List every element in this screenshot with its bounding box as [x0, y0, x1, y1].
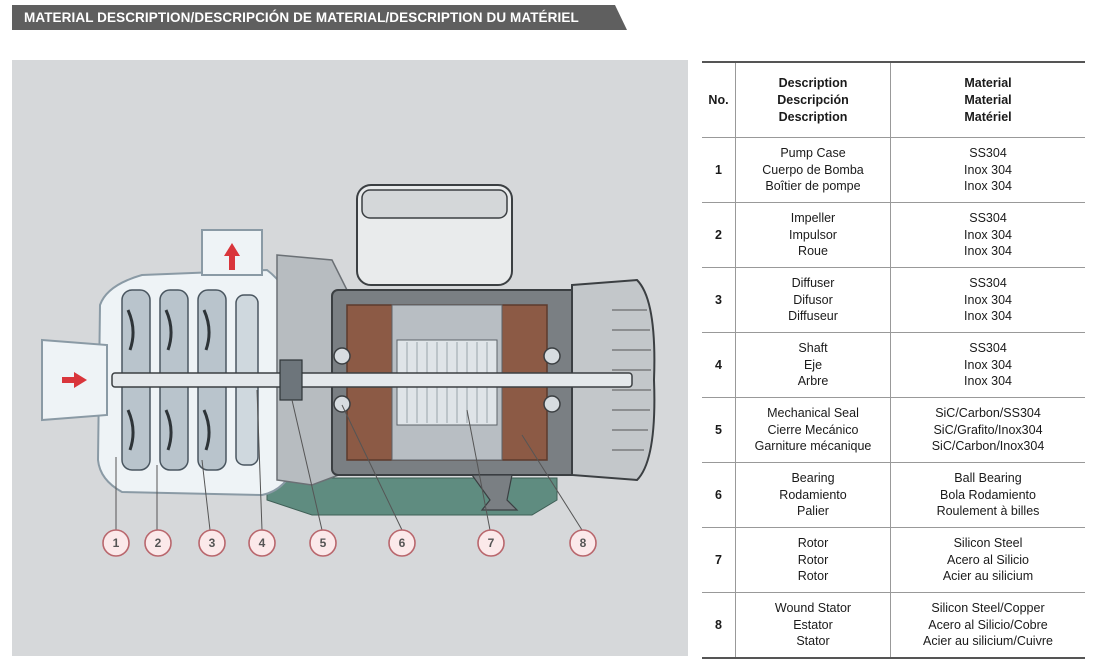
section-header: MATERIAL DESCRIPTION/DESCRIPCIÓN DE MATE… — [12, 5, 627, 30]
bearing-front-lower-icon — [333, 395, 351, 413]
callout-5: 5 — [309, 529, 337, 557]
pump-illustration: 1 2 3 4 5 6 7 8 — [41, 184, 656, 557]
pump-cutaway-diagram: 1 2 3 4 5 6 7 8 — [12, 60, 688, 656]
header-material: Material Material Matériel — [890, 61, 1085, 138]
bearing-front-icon — [333, 347, 351, 365]
row-number: 8 — [702, 592, 736, 659]
svg-text:8: 8 — [580, 536, 587, 550]
table-header-row: No. Description Descripción Description … — [702, 61, 1085, 138]
section-title: MATERIAL DESCRIPTION/DESCRIPCIÓN DE MATE… — [24, 10, 579, 25]
header-description: Description Descripción Description — [735, 61, 891, 138]
material-table-container: No. Description Descripción Description … — [702, 61, 1085, 659]
fan-grille — [612, 309, 651, 451]
callout-6: 6 — [388, 529, 416, 557]
shaft — [111, 372, 633, 388]
inlet-arrow-icon — [62, 372, 87, 388]
svg-text:3: 3 — [209, 536, 216, 550]
leader-lines — [115, 389, 583, 531]
bearing-rear-icon — [543, 347, 561, 365]
mechanical-seal — [279, 359, 303, 401]
svg-text:6: 6 — [399, 536, 406, 550]
row-number: 3 — [702, 267, 736, 333]
terminal-box-lid — [361, 189, 508, 219]
header-no: No. — [702, 61, 736, 138]
callout-3: 3 — [198, 529, 226, 557]
callout-4: 4 — [248, 529, 276, 557]
mounting-foot — [470, 474, 519, 511]
callout-7: 7 — [477, 529, 505, 557]
bearing-rear-lower-icon — [543, 395, 561, 413]
material-table: No. Description Descripción Description … — [702, 61, 1085, 659]
outlet-arrow-icon — [224, 243, 240, 270]
svg-text:2: 2 — [155, 536, 162, 550]
svg-text:7: 7 — [488, 536, 495, 550]
row-number: 2 — [702, 202, 736, 268]
callout-2: 2 — [144, 529, 172, 557]
row-number: 7 — [702, 527, 736, 593]
row-number: 4 — [702, 332, 736, 398]
row-number: 5 — [702, 397, 736, 463]
callout-1: 1 — [102, 529, 130, 557]
svg-text:1: 1 — [113, 536, 120, 550]
svg-text:4: 4 — [259, 536, 266, 550]
callout-8: 8 — [569, 529, 597, 557]
svg-text:5: 5 — [320, 536, 327, 550]
row-number: 6 — [702, 462, 736, 528]
row-number: 1 — [702, 137, 736, 203]
